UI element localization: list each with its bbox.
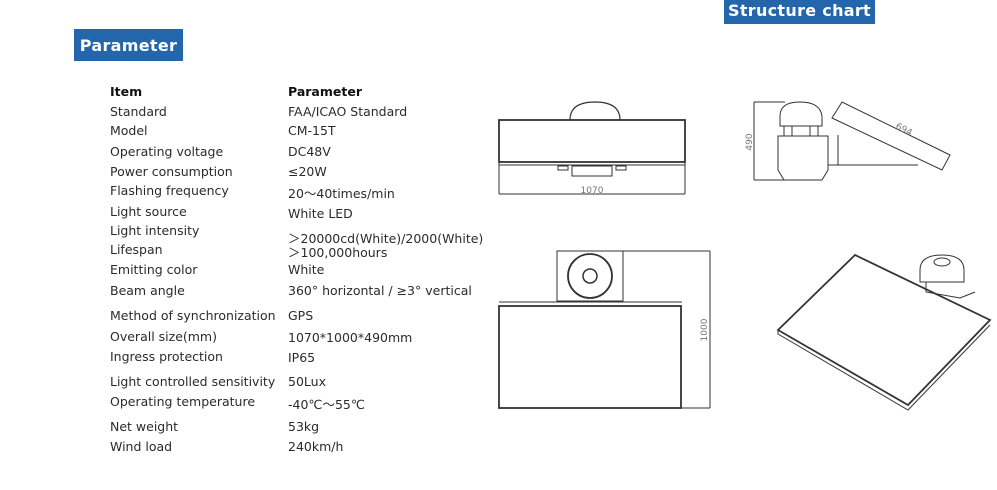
row-item-value: White LED <box>288 206 353 221</box>
row-item-value: CM-15T <box>288 123 336 138</box>
dimension-1070: 1070 <box>581 186 604 196</box>
row-item-value: 240km/h <box>288 439 344 454</box>
row-item-value: FAA/ICAO Standard <box>288 104 408 119</box>
row-item-label: Model <box>110 123 148 138</box>
row-item-label: Net weight <box>110 419 179 434</box>
row-item-value: 53kg <box>288 419 320 434</box>
row-item-value: 50Lux <box>288 374 326 389</box>
row-item-label: Power consumption <box>110 164 233 179</box>
structure-chart-heading: Structure chart <box>724 0 875 24</box>
isometric-view-drawing <box>776 253 992 411</box>
row-item-label: Overall size(mm) <box>110 329 217 344</box>
row-item-value: ≤20W <box>288 164 327 179</box>
row-item-value: 20～40times/min <box>288 186 395 201</box>
row-item-value: 360° horizontal / ≥3° vertical <box>288 283 472 298</box>
row-item-value: White <box>288 262 325 277</box>
row-item-value: ＞20000cd(White)/2000(White) <box>288 231 484 246</box>
row-item-value: IP65 <box>288 350 316 365</box>
header-item: Item <box>110 84 143 99</box>
row-item-label: Operating temperature <box>110 394 256 409</box>
parameter-heading: Parameter <box>74 29 183 61</box>
row-item-label: Wind load <box>110 439 173 454</box>
row-item-label: Standard <box>110 104 167 119</box>
row-item-label: Lifespan <box>110 242 163 257</box>
row-item-value: ＞100,000hours <box>288 245 388 260</box>
dimension-490: 490 <box>745 133 755 150</box>
row-item-label: Light controlled sensitivity <box>110 374 276 389</box>
top-view-drawing: 1000 <box>498 250 711 409</box>
row-item-value: GPS <box>288 308 314 323</box>
row-item-value: DC48V <box>288 144 331 159</box>
row-item-label: Emitting color <box>110 262 198 277</box>
row-item-label: Light source <box>110 204 187 219</box>
dimension-1000: 1000 <box>700 318 710 341</box>
row-item-label: Beam angle <box>110 283 185 298</box>
row-item-label: Ingress protection <box>110 349 223 364</box>
row-item-value: 1070*1000*490mm <box>288 330 413 345</box>
header-parameter: Parameter <box>288 84 362 99</box>
row-item-value: -40℃～55℃ <box>288 397 365 412</box>
side-view-drawing: 490 694 <box>745 101 951 181</box>
row-item-label: Light intensity <box>110 223 200 238</box>
row-item-label: Flashing frequency <box>110 183 229 198</box>
front-view-drawing: 1070 <box>498 101 686 196</box>
row-item-label: Operating voltage <box>110 144 224 159</box>
row-item-label: Method of synchronization <box>110 308 276 323</box>
